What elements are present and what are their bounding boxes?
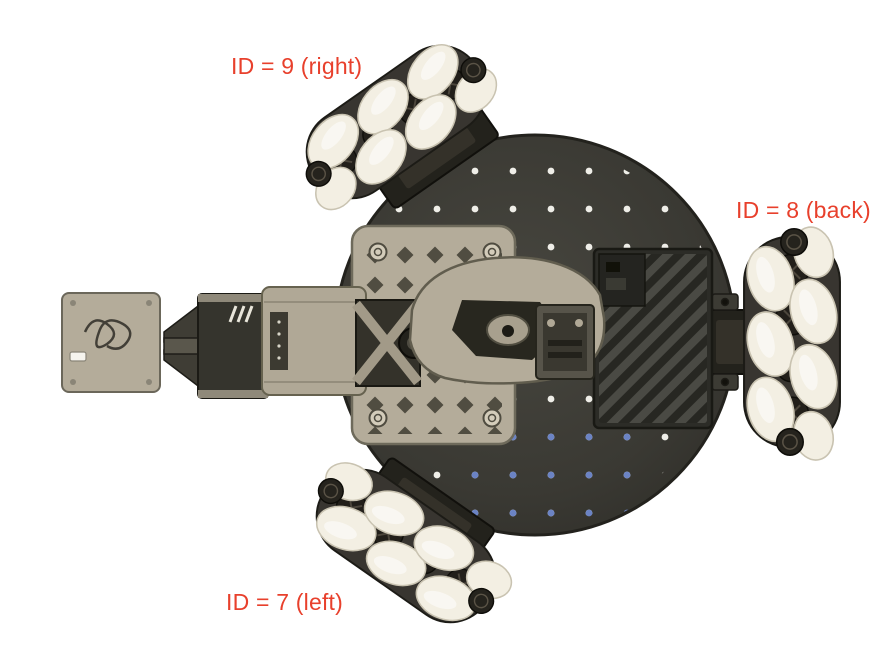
label-wheel-back: ID = 8 (back)	[736, 197, 871, 223]
forearm-segment	[261, 286, 367, 396]
wrist-block	[197, 293, 269, 399]
electronics-box	[592, 247, 714, 430]
rim-mounting-tabs	[711, 293, 739, 391]
gripper-fingers	[163, 298, 209, 394]
label-wheel-right: ID = 9 (right)	[231, 53, 363, 79]
logo-mark	[83, 319, 132, 350]
mount-plate-screws	[368, 242, 502, 428]
wheel-mount-right	[375, 107, 499, 209]
label-wheel-left: ID = 7 (left)	[226, 589, 343, 615]
gripper-plate	[61, 292, 161, 393]
link-bolt	[502, 325, 514, 337]
plate-slot	[69, 351, 87, 362]
robot-arm	[61, 256, 606, 399]
wheel-id-8-back	[738, 221, 846, 466]
shoulder-motor-box	[535, 304, 595, 380]
